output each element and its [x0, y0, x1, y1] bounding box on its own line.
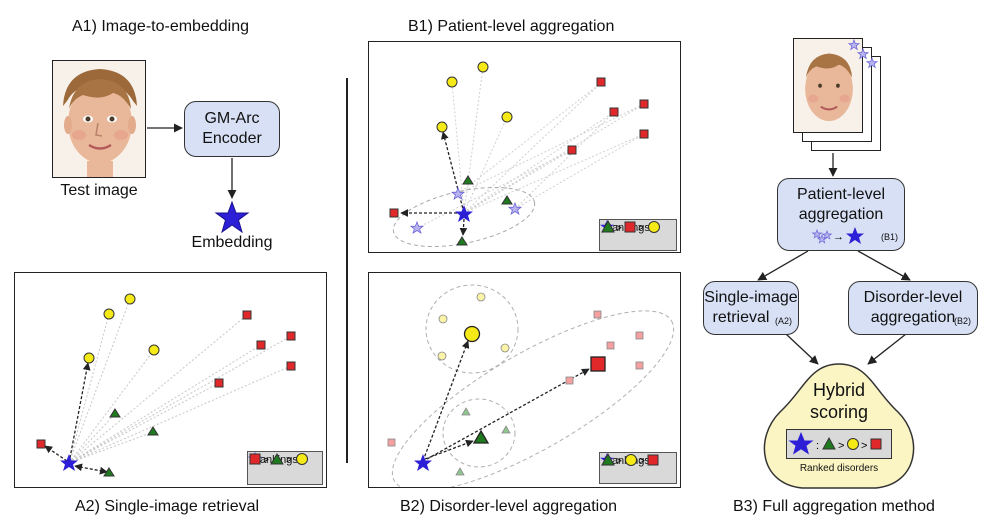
svg-text:→: →: [833, 231, 844, 243]
single-node-line1: Single-image: [704, 289, 798, 306]
encoder-label-line1: GM-Arc: [204, 110, 260, 127]
hybrid-rank-order-box: : > >: [786, 429, 892, 459]
title-a1: A1) Image-to-embedding: [72, 18, 249, 35]
image-stack-star-icons: [847, 38, 879, 69]
b2-disorder-panel: Rankings > >: [368, 272, 681, 488]
b3-flow-arrows: [757, 153, 911, 365]
single-node-tag: (A2): [774, 316, 792, 326]
patient-node-stars-to-star-icon: →: [811, 227, 864, 244]
svg-text:>: >: [838, 440, 844, 452]
svg-text:>: >: [639, 456, 645, 467]
hybrid-scoring-label: Hybrid scoring: [758, 379, 920, 423]
b2-rankings-box: Rankings > >: [599, 452, 677, 484]
ranked-disorders-label: Ranked disorders: [799, 463, 879, 474]
a2-similarity-lines: [68, 298, 292, 464]
disorder-node-line2: aggregation: [870, 309, 956, 326]
test-image-face: [52, 60, 146, 178]
b2-rank-order-icons: > >: [601, 453, 659, 467]
test-image-label: Test image: [60, 182, 138, 199]
encoder-label-line2: Encoder: [202, 130, 262, 147]
embedding-label: Embedding: [191, 234, 273, 251]
title-a2: A2) Single-image retrieval: [75, 498, 260, 515]
hybrid-rank-order-icons: : > >: [788, 432, 882, 455]
title-b3: B3) Full aggregation method: [733, 498, 935, 515]
disorder-node-line1: Disorder-level: [863, 289, 963, 306]
svg-text:>: >: [616, 223, 622, 234]
disorder-level-aggregation-node: Disorder-level aggregation (B2): [848, 281, 978, 335]
section-divider: [346, 78, 348, 463]
single-node-line2: retrieval: [712, 309, 770, 326]
embedding-star-icon: [214, 200, 250, 234]
title-b2: B2) Disorder-level aggregation: [400, 498, 617, 515]
svg-text:>: >: [861, 440, 867, 452]
svg-text::: :: [816, 440, 819, 452]
svg-text:>: >: [263, 455, 269, 466]
b1-patient-panel: Rankings > >: [368, 41, 681, 253]
hybrid-label-line2: scoring: [809, 402, 869, 422]
title-b1: B1) Patient-level aggregation: [408, 18, 615, 35]
a1-arrows: [147, 123, 237, 199]
a2-retrieval-panel: Rankings > >: [14, 272, 327, 488]
patient-level-aggregation-node: Patient-level aggregation → (B1): [777, 178, 905, 251]
svg-text:>: >: [638, 223, 644, 234]
hybrid-label-line1: Hybrid: [812, 380, 865, 400]
svg-text:>: >: [616, 456, 622, 467]
a2-rank-order-icons: > >: [249, 453, 308, 466]
b1-rank-order-icons: > >: [601, 220, 660, 234]
image-stack-front-face: [793, 38, 863, 133]
a2-rankings-box: Rankings > >: [247, 451, 323, 485]
single-image-retrieval-node: Single-image retrieval (A2): [703, 281, 799, 335]
disorder-node-tag: (B2): [953, 316, 971, 326]
svg-text:>: >: [286, 455, 292, 466]
patient-node-line2: aggregation: [798, 206, 884, 223]
b1-rankings-box: Rankings > >: [599, 219, 677, 251]
patient-node-line1: Patient-level: [796, 186, 886, 203]
patient-node-tag: (B1): [880, 232, 898, 242]
gm-arc-encoder-node: GM-Arc Encoder: [184, 101, 280, 157]
